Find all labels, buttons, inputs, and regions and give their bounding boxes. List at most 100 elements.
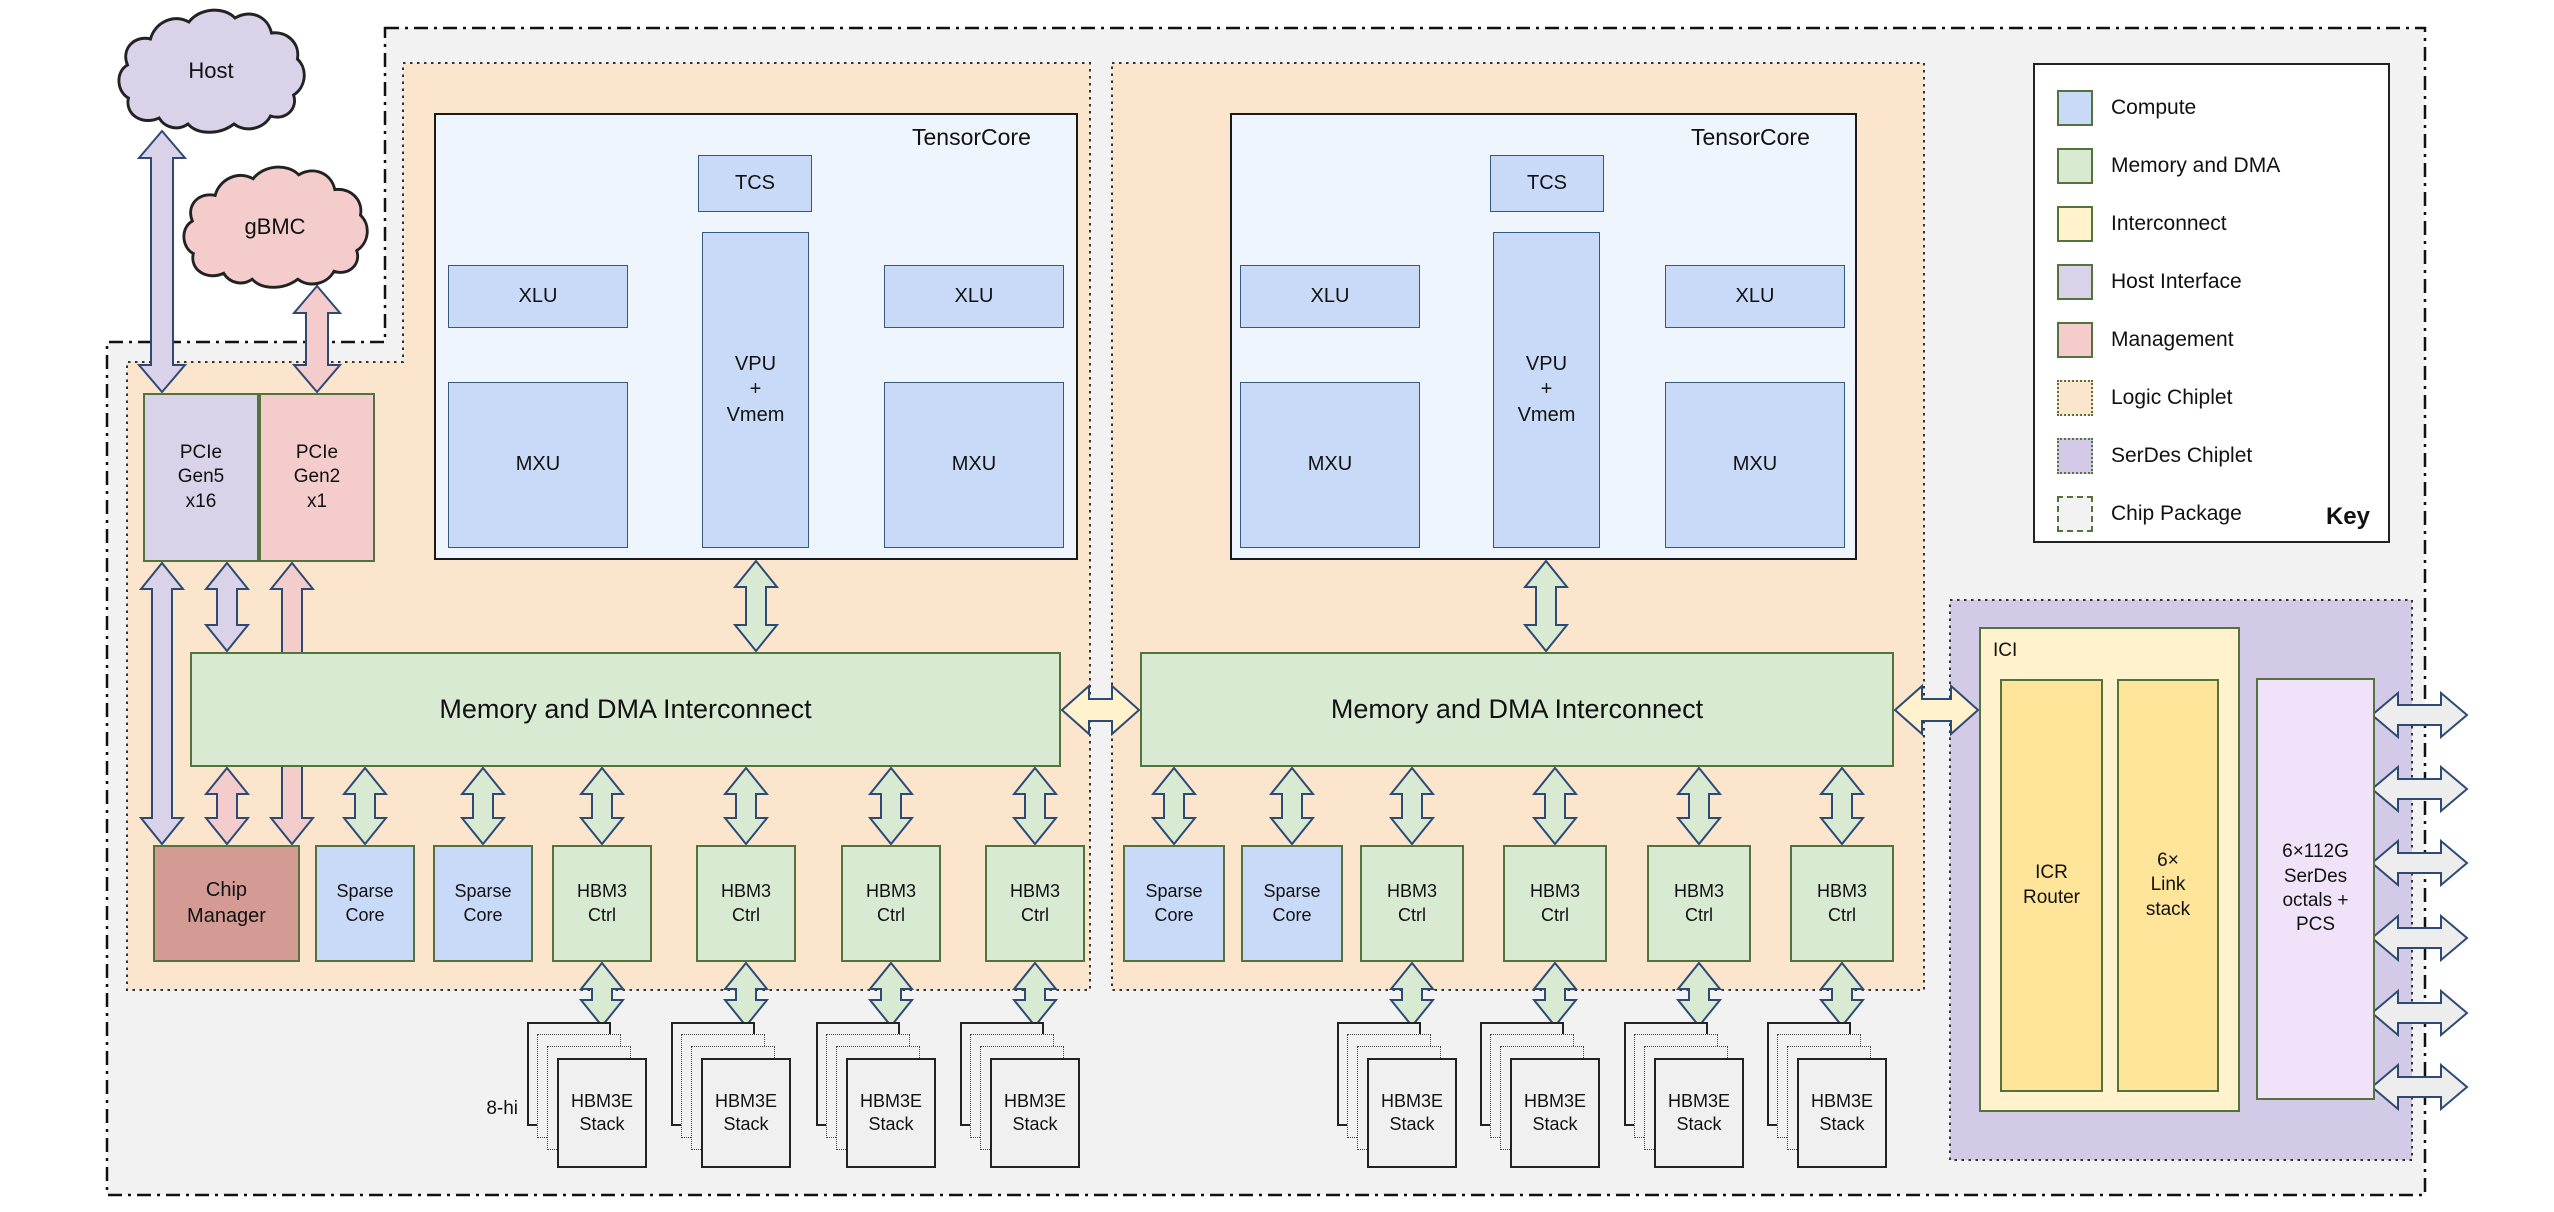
tcs-box: TCS bbox=[1490, 155, 1604, 212]
hbm3e-stack-label: HBM3E Stack bbox=[1367, 1058, 1457, 1168]
legend-swatch-chip-package bbox=[2057, 496, 2093, 532]
legend-item-label: Host Interface bbox=[2111, 270, 2242, 293]
legend-swatch-memory-dma bbox=[2057, 148, 2093, 184]
legend-item: Logic Chiplet bbox=[2035, 369, 2388, 427]
hbm3-ctrl-box: HBM3 Ctrl bbox=[1790, 845, 1894, 962]
cloud-shape-icon bbox=[117, 8, 306, 134]
double-arrow bbox=[2370, 913, 2469, 963]
double-arrow bbox=[1388, 766, 1436, 846]
hbm3e-stack: HBM3E Stack bbox=[1624, 1022, 1746, 1170]
double-arrow bbox=[2370, 764, 2469, 814]
gbmc-cloud-label: gBMC bbox=[244, 214, 306, 239]
double-arrow bbox=[578, 766, 626, 846]
icr-router-box: ICR Router bbox=[2000, 679, 2103, 1092]
xlu-box: XLU bbox=[1240, 265, 1420, 328]
xlu-box: XLU bbox=[448, 265, 628, 328]
double-arrow bbox=[2370, 1062, 2469, 1112]
double-arrow bbox=[1531, 961, 1579, 1028]
hbm3e-stack-label: HBM3E Stack bbox=[701, 1058, 791, 1168]
double-arrow bbox=[1060, 683, 1141, 737]
legend-item: Memory and DMA bbox=[2035, 137, 2388, 195]
double-arrow bbox=[1150, 766, 1198, 846]
legend-swatch-management bbox=[2057, 322, 2093, 358]
mxu-box: MXU bbox=[1665, 382, 1845, 548]
serdes-octals-box: 6×112G SerDes octals + PCS bbox=[2256, 678, 2375, 1100]
host-cloud-label: Host bbox=[188, 58, 234, 83]
legend-swatch-interconnect bbox=[2057, 206, 2093, 242]
xlu-box: XLU bbox=[1665, 265, 1845, 328]
stack-height-label: 8-hi bbox=[486, 1098, 518, 1119]
sparse-core-box: Sparse Core bbox=[433, 845, 533, 962]
double-arrow bbox=[1388, 961, 1436, 1028]
ici-title: ICI bbox=[1993, 640, 2018, 661]
double-arrow bbox=[138, 561, 186, 846]
legend-item: Compute bbox=[2035, 79, 2388, 137]
legend-item: Management bbox=[2035, 311, 2388, 369]
legend-swatch-serdes-chiplet bbox=[2057, 438, 2093, 474]
legend-title: Key bbox=[2325, 503, 2370, 530]
double-arrow bbox=[1268, 766, 1316, 846]
hbm3e-stack-label: HBM3E Stack bbox=[1510, 1058, 1600, 1168]
vpu-vmem-box: VPU + Vmem bbox=[1493, 232, 1600, 548]
double-arrow bbox=[1675, 961, 1723, 1028]
memory-dma-interconnect-2: Memory and DMA Interconnect bbox=[1140, 652, 1894, 767]
double-arrow bbox=[341, 766, 389, 846]
hbm3e-stack: HBM3E Stack bbox=[816, 1022, 938, 1170]
xlu-box: XLU bbox=[884, 265, 1064, 328]
legend-swatch-compute bbox=[2057, 90, 2093, 126]
double-arrow bbox=[867, 766, 915, 846]
hbm3-ctrl-box: HBM3 Ctrl bbox=[841, 845, 941, 962]
sparse-core-box: Sparse Core bbox=[315, 845, 415, 962]
pcie-gen2-box: PCIe Gen2 x1 bbox=[259, 393, 375, 562]
legend-item-label: Logic Chiplet bbox=[2111, 386, 2233, 409]
hbm3-ctrl-box: HBM3 Ctrl bbox=[1360, 845, 1464, 962]
tcs-box: TCS bbox=[698, 155, 812, 212]
hbm3-ctrl-box: HBM3 Ctrl bbox=[1503, 845, 1607, 962]
vpu-vmem-box: VPU + Vmem bbox=[702, 232, 809, 548]
double-arrow bbox=[732, 559, 780, 653]
host-cloud: Host bbox=[115, 6, 307, 136]
hbm3e-stack-label: HBM3E Stack bbox=[1654, 1058, 1744, 1168]
tensorcore-2-title: TensorCore bbox=[1691, 124, 1810, 150]
pcie-gen5-box: PCIe Gen5 x16 bbox=[143, 393, 259, 562]
hbm3-ctrl-box: HBM3 Ctrl bbox=[1647, 845, 1751, 962]
mxu-box: MXU bbox=[1240, 382, 1420, 548]
legend-swatch-host-interface bbox=[2057, 264, 2093, 300]
legend-item: Interconnect bbox=[2035, 195, 2388, 253]
double-arrow bbox=[1675, 766, 1723, 846]
double-arrow bbox=[203, 561, 251, 653]
double-arrow bbox=[203, 766, 251, 846]
hbm3e-stack: HBM3E Stack bbox=[671, 1022, 793, 1170]
double-arrow bbox=[136, 129, 188, 394]
hbm3-ctrl-box: HBM3 Ctrl bbox=[985, 845, 1085, 962]
double-arrow bbox=[2370, 690, 2469, 740]
double-arrow bbox=[1011, 766, 1059, 846]
double-arrow bbox=[2370, 838, 2469, 888]
hbm3e-stack: HBM3E Stack bbox=[1480, 1022, 1602, 1170]
legend-item-label: Memory and DMA bbox=[2111, 154, 2281, 177]
chip-manager-box: Chip Manager bbox=[153, 845, 300, 962]
double-arrow bbox=[578, 961, 626, 1028]
hbm3e-stack-label: HBM3E Stack bbox=[557, 1058, 647, 1168]
sparse-core-box: Sparse Core bbox=[1123, 845, 1225, 962]
double-arrow bbox=[291, 284, 343, 394]
double-arrow bbox=[1531, 766, 1579, 846]
double-arrow bbox=[722, 766, 770, 846]
legend-item: SerDes Chiplet bbox=[2035, 427, 2388, 485]
legend: Compute Memory and DMA Interconnect Host… bbox=[2033, 63, 2390, 543]
hbm3e-stack: HBM3E Stack bbox=[527, 1022, 649, 1170]
legend-item-label: Interconnect bbox=[2111, 212, 2227, 235]
legend-item: Host Interface bbox=[2035, 253, 2388, 311]
sparse-core-box: Sparse Core bbox=[1241, 845, 1343, 962]
hbm3e-stack: HBM3E Stack bbox=[1767, 1022, 1889, 1170]
legend-item-label: Chip Package bbox=[2111, 502, 2242, 525]
legend-item-label: SerDes Chiplet bbox=[2111, 444, 2253, 467]
legend-item-label: Management bbox=[2111, 328, 2234, 351]
gbmc-cloud: gBMC bbox=[180, 163, 370, 291]
legend-swatch-logic-chiplet bbox=[2057, 380, 2093, 416]
double-arrow bbox=[1522, 559, 1570, 653]
hbm3e-stack-label: HBM3E Stack bbox=[990, 1058, 1080, 1168]
hbm3e-stack-label: HBM3E Stack bbox=[1797, 1058, 1887, 1168]
legend-item: Chip Package bbox=[2035, 485, 2388, 543]
